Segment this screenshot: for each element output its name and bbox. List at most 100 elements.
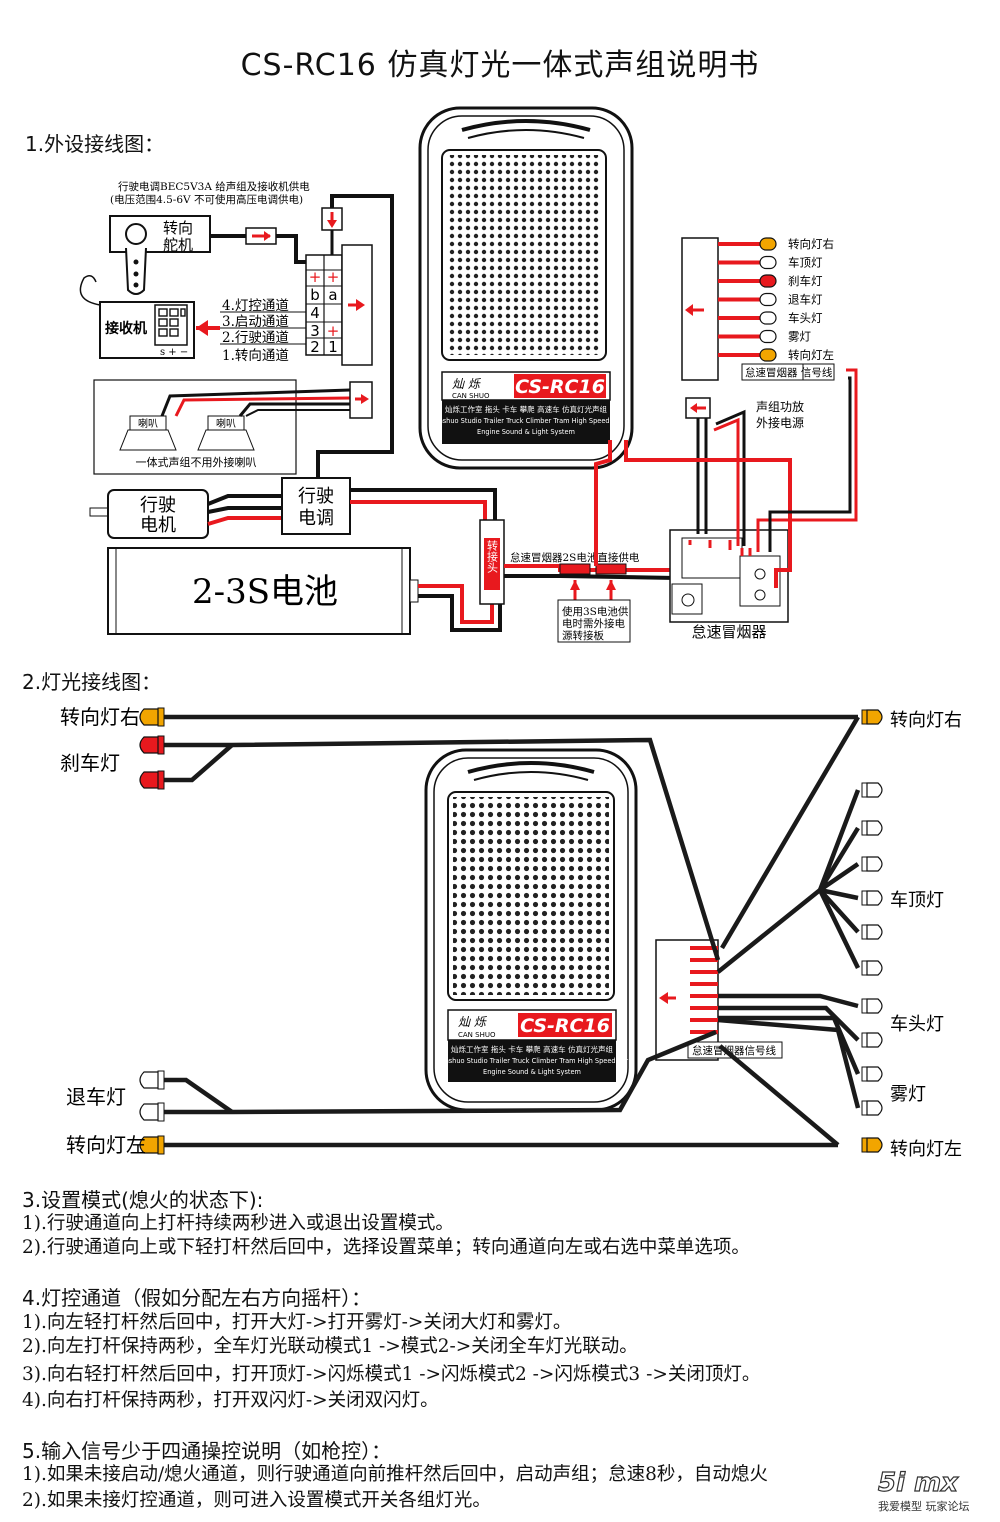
section4-line-4: 4).向右打杆保持两秒，打开双闪灯->关闭双闪灯。 [22, 1390, 439, 1411]
watermark: 5i mx 我爱模型 玩家论坛 [877, 1467, 993, 1518]
model-name: CS-RC16 [515, 376, 605, 398]
port-letter-b: b [310, 286, 320, 304]
top-led [759, 311, 777, 325]
right-led-head [861, 998, 883, 1014]
right-led-turn-left [861, 1137, 883, 1153]
right-led-roof [861, 782, 883, 798]
top-led [759, 329, 777, 344]
channel-1: 1.转向通道 [222, 348, 289, 364]
device-desc-en-1-lower: Canshuo Studio Trailer Truck Climber Tra… [436, 1057, 628, 1065]
section4-heading: 4.灯控通道（假如分配左右方向摇杆）： [22, 1286, 372, 1310]
channel-3: 3.启动通道 [222, 314, 289, 330]
amp-power-2: 外接电源 [756, 415, 804, 430]
brand-cn-lower: 灿 烁 [458, 1015, 488, 1029]
section5-heading: 5.输入信号少于四通操控说明（如枪控）： [22, 1439, 392, 1463]
right-led-head [861, 1032, 883, 1048]
section5-line-1: 1).如果未接启动/熄火通道，则行驶通道向前推杆然后回中，启动声组；怠速8秒，自… [22, 1464, 768, 1485]
left-led-brake-2 [139, 770, 165, 790]
model-name-lower: CS-RC16 [520, 1015, 610, 1037]
drive-motor: 行驶 电机 [89, 489, 209, 539]
right-label-roof: 车顶灯 [890, 890, 944, 911]
adapter: 转接头 [479, 519, 505, 605]
sound-module-lower: 灿 烁 CAN SHUO CS-RC16 灿烁工作室 拖头 卡车 攀爬 高速车 … [424, 748, 638, 1112]
adapter-note-3: 源转接板 [562, 629, 604, 642]
top-led [759, 292, 777, 307]
device-desc-cn: 灿烁工作室 拖头 卡车 攀爬 高速车 仿真灯光声组 [445, 404, 607, 414]
right-leds [861, 709, 883, 1153]
signal-label-lower: 怠速冒烟器信号线 [692, 1044, 776, 1057]
right-led-roof [861, 924, 883, 940]
section4-line-3: 3).向右轻打杆然后回中，打开顶灯->闪烁模式1 ->闪烁模式2 ->闪烁模式3… [22, 1364, 761, 1385]
section3-heading: 3.设置模式(熄火的状态下): [22, 1188, 264, 1212]
top-led-label: 退车灯 [788, 293, 823, 307]
watermark-tagline: 我爱模型 玩家论坛 [878, 1498, 993, 1514]
port-number-2: 2 [310, 338, 320, 356]
left-label-turn-left: 转向灯左 [66, 1133, 146, 1157]
sound-module-top: 灿 烁 CAN SHUO CS-RC16 灿烁工作室 拖头 卡车 攀爬 高速车 … [418, 106, 634, 470]
battery-label: 2-3S电池 [192, 572, 338, 612]
right-led-fog [861, 1066, 883, 1082]
svg-text:+: + [309, 268, 322, 286]
right-label-turn-right: 转向灯右 [890, 710, 962, 731]
esc: 行驶 电调 [281, 477, 351, 535]
top-led-label: 车顶灯 [788, 256, 823, 270]
servo: 转向 舵机 [109, 215, 211, 295]
top-led [759, 255, 777, 270]
device-desc-cn-lower: 灿烁工作室 拖头 卡车 攀爬 高速车 仿真灯光声组 [451, 1044, 613, 1054]
section4-line-2: 2).向左打杆保持两秒，全车灯光联动模式1 ->模式2->关闭全车灯光联动。 [22, 1336, 638, 1357]
left-led-turn-left [139, 1135, 165, 1155]
adapter-note-2: 电时需外接电 [562, 617, 625, 630]
motor-label-2: 电机 [140, 515, 176, 536]
right-led-roof [861, 856, 883, 872]
receiver-label: 接收机 [105, 320, 147, 337]
right-led-roof [861, 960, 883, 976]
light-output-block [681, 237, 719, 381]
section5-line-2: 2).如果未接灯控通道，则可进入设置模式开关各组灯光。 [22, 1490, 491, 1511]
left-led-reverse-1 [139, 1070, 165, 1090]
esc-label-2: 电调 [298, 508, 334, 529]
receiver-pins: s + − [160, 347, 188, 358]
left-leds [139, 707, 165, 1155]
section3-line-2: 2).行驶通道向上或下轻打杆然后回中，选择设置菜单；转向通道向左或右选中菜单选项… [22, 1237, 750, 1258]
top-led-label: 车头灯 [788, 311, 823, 325]
channel-2: 2.行驶通道 [222, 330, 289, 346]
watermark-logo: 5i mx [877, 1467, 958, 1498]
top-led [759, 237, 777, 251]
section1-heading: 1.外设接线图： [25, 132, 165, 156]
page-title: CS-RC16 仿真灯光一体式声组说明书 [240, 48, 760, 83]
smoke-label: 怠速冒烟器 [691, 623, 766, 641]
top-led-label: 转向灯左 [788, 348, 834, 362]
port-number-1: 1 [328, 338, 338, 356]
battery: 2-3S电池 [107, 547, 419, 635]
right-label-turn-left: 转向灯左 [890, 1139, 962, 1160]
right-led-fog [861, 1100, 883, 1116]
device-desc-en-2: Engine Sound & Light System [477, 428, 575, 436]
speaker-note: 一体式声组不用外接喇叭 [136, 455, 257, 469]
adapter-note-1: 使用3S电池供 [562, 605, 629, 618]
left-led-brake-1 [139, 735, 165, 755]
right-led-turn-right [861, 709, 883, 725]
brand-en-lower: CAN SHUO [458, 1031, 496, 1039]
right-led-roof [861, 890, 883, 906]
speaker-label-1: 喇叭 [138, 418, 158, 430]
light-output-wires [718, 237, 777, 362]
servo-label-1: 转向 [163, 219, 193, 237]
port-block: + + b a 4 3 + 2 1 [305, 244, 373, 366]
speaker-label-2: 喇叭 [216, 418, 236, 430]
smoke-generator: 怠速冒烟器 [669, 529, 789, 641]
port-letter-a: a [328, 286, 337, 304]
esc-note-1: 行驶电调BEC5V3A 给声组及接收机供电 [118, 180, 310, 193]
smoke-signal-label: 怠速冒烟器 信号线 [745, 366, 833, 379]
device-desc-en-1: Canshuo Studio Trailer Truck Climber Tra… [430, 417, 622, 425]
section4-line-1: 1).向左轻打杆然后回中，打开大灯->打开雾灯->关闭大灯和雾灯。 [22, 1312, 572, 1333]
channel-4: 4.灯控通道 [222, 298, 289, 314]
port-number-4: 4 [310, 304, 320, 322]
top-led [759, 348, 777, 362]
top-led [759, 274, 777, 288]
brand-en: CAN SHUO [452, 392, 490, 400]
receiver: 接收机 s + − [79, 275, 195, 359]
left-label-turn-right: 转向灯右 [60, 705, 140, 729]
right-label-head: 车头灯 [890, 1014, 944, 1035]
